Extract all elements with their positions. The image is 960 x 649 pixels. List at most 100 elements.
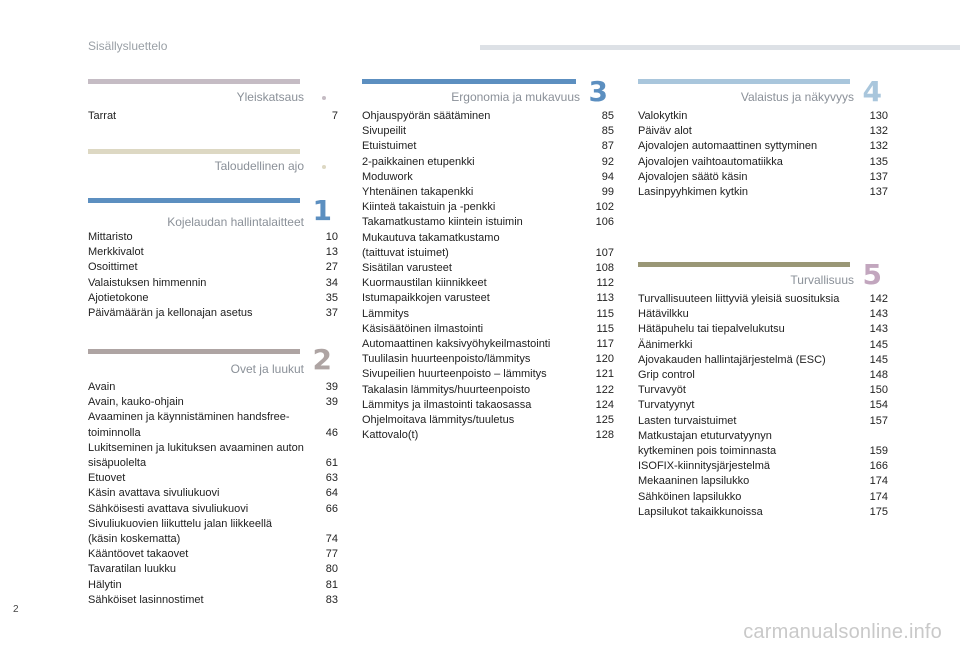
toc-entry[interactable]: Avaaminen ja käynnistäminen handsfree- t… bbox=[88, 410, 338, 440]
toc-entry[interactable]: Tavaratilan luukku 80 bbox=[88, 562, 338, 577]
section-number: 3 bbox=[588, 75, 608, 108]
toc-entry-title: Valaistuksen himmennin bbox=[88, 276, 207, 289]
toc-entry-title: Sivuliukuovien liikuttelu jalan liikkeel… bbox=[88, 517, 273, 546]
toc-entry-title: Ajovalojen vaihtoautomatiikka bbox=[638, 155, 783, 168]
section-kojelauta: Kojelaudan hallintalaitteet 1 Mittaristo… bbox=[88, 197, 338, 328]
section-title: Taloudellinen ajo bbox=[214, 159, 304, 173]
toc-entry-title: Sähköisesti avattava sivuliukuovi bbox=[88, 502, 249, 515]
section-title: Yleiskatsaus bbox=[236, 90, 304, 104]
toc-entry-title: Tarrat bbox=[88, 110, 117, 122]
toc-entry-title: Hätäpuhelu tai tiepalvelukutsu bbox=[638, 323, 785, 336]
toc-entry-title: Sivupeilien huurteenpoisto – lämmitys bbox=[362, 368, 547, 381]
toc-entry-title: Lämmitys bbox=[362, 307, 410, 320]
toc-entry[interactable]: Mukautuva takamatkustamo (taittuvat istu… bbox=[362, 231, 614, 261]
toc-entry-title: Ajovalojen automaattinen syttyminen bbox=[638, 140, 818, 153]
toc-entry-title: Tavaratilan luukku bbox=[88, 563, 177, 576]
toc-entry-page: 135 bbox=[869, 155, 888, 168]
toc-entry[interactable]: Ajovakauden hallintajärjestelmä (ESC)145 bbox=[638, 353, 888, 368]
toc-entry-page: 125 bbox=[595, 414, 614, 427]
toc-entry-title: Hätävilkku bbox=[638, 308, 689, 321]
toc-entry-page: 150 bbox=[869, 384, 888, 397]
toc-entry-title: Yhtenäinen takapenkki bbox=[362, 186, 474, 199]
toc-entry-page: 46 bbox=[325, 426, 338, 439]
toc-entry-title: Takalasin lämmitys/huurteenpoisto bbox=[362, 383, 531, 396]
toc-entry-page: 85 bbox=[601, 110, 614, 122]
toc-entry-page: 117 bbox=[596, 338, 614, 351]
section-number: 2 bbox=[312, 343, 332, 376]
toc-entry[interactable]: Lasten turvaistuimet 157 bbox=[638, 414, 888, 429]
toc-entry-title: Mukautuva takamatkustamo (taittuvat istu… bbox=[362, 231, 500, 259]
section-title: Kojelaudan hallintalaitteet bbox=[167, 215, 304, 229]
toc-entry[interactable]: Kattovalo(t)128 bbox=[362, 428, 614, 443]
toc-entry-title: Sähköiset lasinnostimet bbox=[88, 593, 204, 606]
toc-entry[interactable]: Matkustajan etuturvatyynyn kytkeminen po… bbox=[638, 429, 888, 459]
toc-entry[interactable]: Ajovalojen vaihtoautomatiikka 135 bbox=[638, 155, 888, 170]
toc-entry-page: 157 bbox=[869, 414, 888, 427]
page-header-title: Sisällysluettelo bbox=[88, 39, 168, 53]
toc-entry-page: 128 bbox=[595, 429, 614, 442]
toc-entry-title: Tuulilasin huurteenpoisto/lämmitys bbox=[362, 353, 531, 366]
toc-entry-title: Käsisäätöinen ilmastointi bbox=[362, 322, 484, 335]
toc-entry-page: 80 bbox=[325, 563, 338, 576]
toc-entry-title: Automaattinen kaksivyöhykeilmastointi bbox=[362, 338, 551, 351]
toc-entry[interactable]: Automaattinen kaksivyöhykeilmastointi 117 bbox=[362, 337, 614, 352]
toc-entry[interactable]: Sivuliukuovien liikuttelu jalan liikkeel… bbox=[88, 517, 338, 547]
toc-entry-title: Lasten turvaistuimet bbox=[638, 414, 737, 427]
toc-entry-page: 35 bbox=[325, 291, 338, 304]
toc-entry[interactable]: Turvallisuuteen liittyviä yleisiä suosit… bbox=[638, 292, 888, 307]
toc-entry-title: Grip control bbox=[638, 369, 695, 382]
toc-entry-title: Ajovakauden hallintajärjestelmä (ESC) bbox=[638, 353, 826, 366]
toc-entry[interactable]: Lukitseminen ja lukituksen avaaminen aut… bbox=[88, 441, 338, 471]
